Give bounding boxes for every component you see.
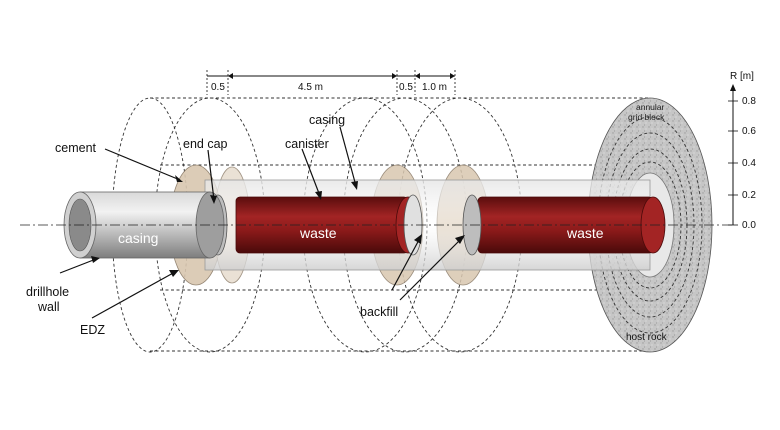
- label-casing-top: casing: [309, 113, 345, 127]
- leader-lines: [59, 126, 465, 319]
- label-casing-pipe: casing: [118, 230, 158, 246]
- radius-tick-0-8: 0.8: [742, 96, 756, 107]
- dimension-bar: 0.5 4.5 m 0.5 1.0 m: [206, 70, 456, 95]
- label-waste-left: waste: [299, 225, 337, 241]
- label-host-rock: host rock: [626, 332, 668, 343]
- dim-canister-length: 4.5 m: [298, 82, 323, 93]
- radius-tick-0-4: 0.4: [742, 158, 756, 169]
- dim-end-cap-length: 0.5: [211, 82, 225, 93]
- radius-axis: R [m] 0.8 0.6 0.4 0.2 0.0: [728, 71, 756, 231]
- label-canister: canister: [285, 137, 329, 151]
- label-cement: cement: [55, 141, 97, 155]
- radius-axis-title: R [m]: [730, 71, 754, 82]
- radius-tick-0-0: 0.0: [742, 220, 756, 231]
- label-annular-grid-block-line1: annular: [636, 102, 665, 112]
- label-end-cap: end cap: [183, 137, 228, 151]
- label-drillhole-wall-line1: drillhole: [26, 285, 69, 299]
- radius-tick-0-2: 0.2: [742, 190, 756, 201]
- dim-backfill-length: 1.0 m: [422, 82, 447, 93]
- label-edz: EDZ: [80, 323, 105, 337]
- label-drillhole-wall-line2: wall: [37, 300, 60, 314]
- dim-gap-length: 0.5: [399, 82, 413, 93]
- radius-tick-0-6: 0.6: [742, 126, 756, 137]
- label-backfill: backfill: [360, 305, 398, 319]
- label-waste-right: waste: [566, 225, 604, 241]
- label-annular-grid-block-line2: grid block: [628, 112, 665, 122]
